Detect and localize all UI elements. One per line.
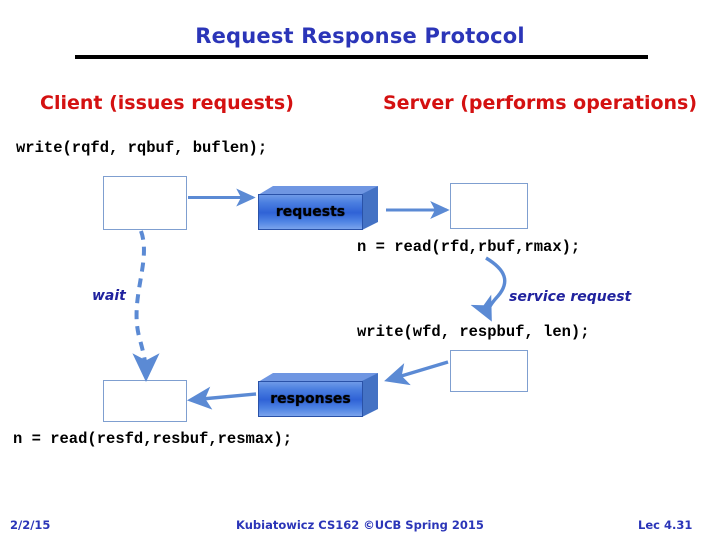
code-client-read: n = read(resfd,resbuf,resmax);	[13, 430, 293, 448]
requests-box-front-face	[258, 194, 363, 230]
responses-box-side-face	[362, 373, 378, 417]
requests-box-label: requests	[275, 204, 346, 220]
requests-box-top-face	[258, 186, 378, 195]
code-server-write: write(wfd, respbuf, len);	[357, 323, 590, 341]
code-server-read: n = read(rfd,rbuf,rmax);	[357, 238, 581, 256]
wait-annotation: wait	[92, 288, 126, 304]
requests-channel-box: requests	[258, 186, 378, 230]
title-divider	[75, 55, 648, 59]
footer-lecture-number: Lec 4.31	[638, 518, 693, 532]
responses-box-top-face	[258, 373, 378, 382]
server-process-box-bottom	[450, 350, 528, 392]
footer-date: 2/2/15	[10, 518, 51, 532]
responses-box-front-face	[258, 381, 363, 417]
arrow-server-to-responses	[384, 360, 449, 386]
requests-box-side-face	[362, 186, 378, 230]
client-column-header: Client (issues requests)	[40, 92, 294, 114]
client-process-box-bottom	[103, 380, 187, 422]
client-process-box-top	[103, 176, 187, 230]
responses-channel-box: responses	[258, 373, 378, 417]
code-client-write: write(rqfd, rqbuf, buflen);	[16, 139, 268, 157]
page-title: Request Response Protocol	[195, 24, 525, 48]
server-process-box-top	[450, 183, 528, 229]
wait-dashed-curve	[132, 230, 160, 383]
server-column-header: Server (performs operations)	[383, 92, 698, 114]
footer-attribution: Kubiatowicz CS162 ©UCB Spring 2015	[236, 518, 484, 532]
service-request-curve	[470, 256, 507, 322]
arrow-responses-to-client	[186, 386, 257, 410]
service-request-annotation: service request	[509, 289, 632, 305]
responses-box-label: responses	[270, 391, 351, 407]
